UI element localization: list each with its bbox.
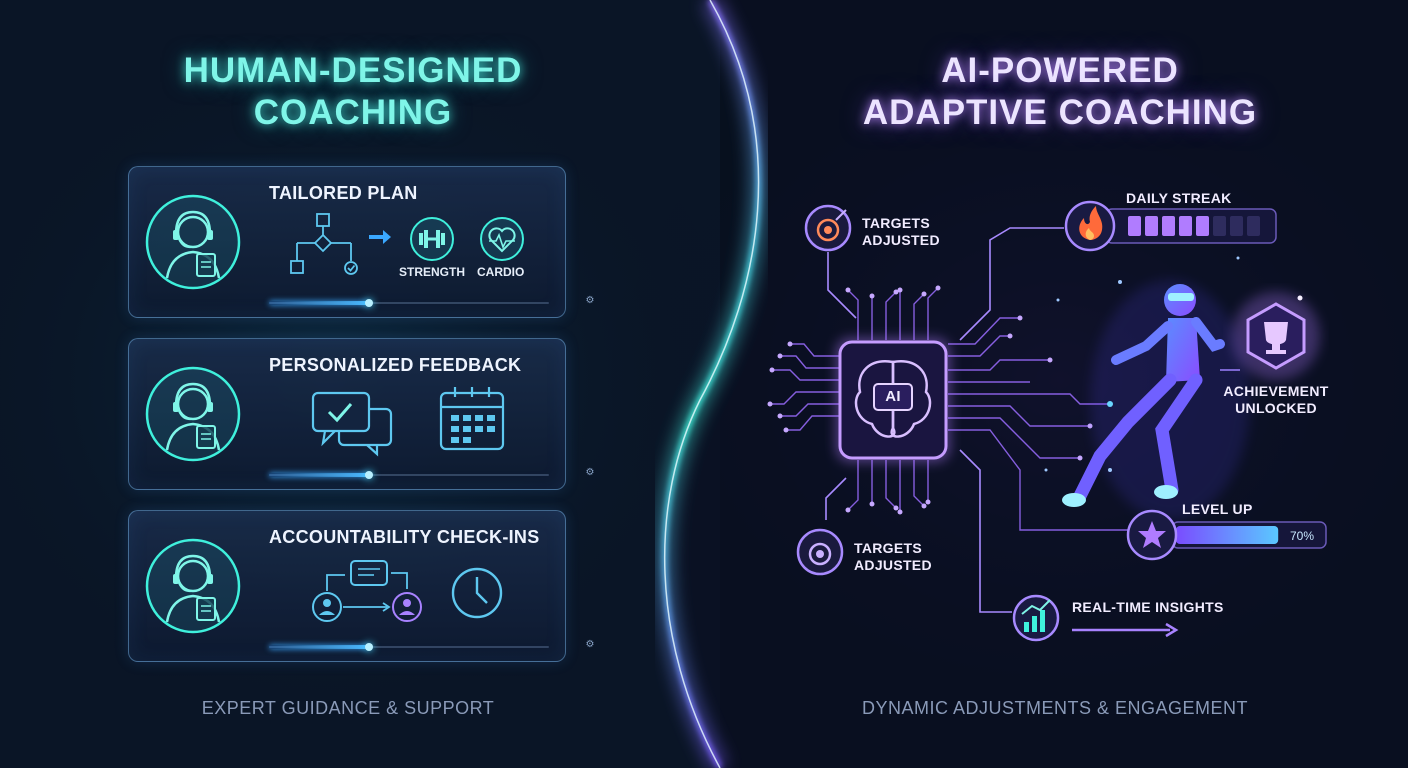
slider-fill — [269, 301, 369, 305]
card-title: PERSONALIZED FEEDBACK — [269, 355, 522, 375]
tailored-plan-art — [290, 213, 524, 275]
cardio-label: CARDIO — [477, 265, 525, 279]
right-footer: DYNAMIC ADJUSTMENTS & ENGAGEMENT — [861, 698, 1249, 718]
level-up-label: LEVEL UP — [1182, 501, 1253, 517]
dumbbell-icon — [410, 217, 454, 261]
card-tailored-plan[interactable]: TAILORED PLAN — [128, 166, 594, 318]
streak-segment — [1196, 216, 1209, 236]
level-up-percent: 70% — [1290, 529, 1315, 543]
calendar-icon — [439, 387, 505, 451]
ai-brain-chip-icon — [836, 338, 950, 462]
targets-adjusted-bottom: TARGETS ADJUSTED — [854, 540, 932, 574]
right-heading-line1: AI-POWERED — [941, 51, 1179, 90]
progress-slider[interactable]: ⚙ — [269, 468, 594, 479]
daily-streak-label: DAILY STREAK — [1126, 190, 1232, 206]
arrow-icon — [369, 230, 391, 244]
streak-segment — [1162, 216, 1175, 236]
real-time-insights-label: REAL-TIME INSIGHTS — [1072, 599, 1224, 615]
targets-adjusted-top: TARGETS ADJUSTED — [862, 215, 940, 249]
chip-label: AI — [885, 388, 901, 405]
streak-bars — [1128, 216, 1260, 236]
strength-label: STRENGTH — [399, 265, 465, 279]
target-gear-icon — [796, 528, 844, 576]
chat-check-icon — [311, 391, 393, 457]
settings-gear-icon[interactable]: ⚙ — [585, 295, 595, 306]
streak-segment — [1179, 216, 1192, 236]
runner-figure — [1062, 280, 1250, 520]
progress-slider[interactable]: ⚙ — [269, 640, 594, 651]
target-gear-icon — [804, 204, 852, 252]
circuit-traces — [770, 287, 1130, 531]
targets-bottom-line1: TARGETS — [854, 540, 922, 556]
people-exchange-icon — [312, 560, 422, 622]
flame-icon — [1079, 206, 1103, 240]
trend-chart-icon — [1012, 594, 1179, 642]
star-icon — [1138, 521, 1166, 548]
achievement-line1: ACHIEVEMENT — [1223, 383, 1329, 399]
slider-knob[interactable] — [365, 643, 373, 651]
slider-fill — [269, 473, 369, 477]
level-up-widget — [1126, 509, 1327, 561]
streak-segment — [1247, 216, 1260, 236]
targets-bottom-line2: ADJUSTED — [854, 557, 932, 573]
slider-knob[interactable] — [365, 299, 373, 307]
card-accountability-check-ins[interactable]: ACCOUNTABILITY CHECK-INS ⚙ — [128, 510, 594, 662]
right-heading-line2: ADAPTIVE COACHING — [862, 93, 1258, 132]
streak-segment — [1128, 216, 1141, 236]
coach-headset-icon — [145, 366, 241, 462]
coach-headset-icon — [145, 538, 241, 634]
left-footer: EXPERT GUIDANCE & SUPPORT — [201, 698, 495, 718]
card-title: ACCOUNTABILITY CHECK-INS — [269, 527, 540, 547]
streak-segment — [1213, 216, 1226, 236]
achievement-line2: UNLOCKED — [1235, 400, 1317, 416]
left-heading: HUMAN-DESIGNED COACHING — [103, 50, 603, 134]
right-heading: AI-POWERED ADAPTIVE COACHING — [810, 50, 1310, 134]
progress-slider[interactable]: ⚙ — [269, 296, 594, 307]
card-title: TAILORED PLAN — [269, 183, 418, 203]
targets-top-line2: ADJUSTED — [862, 232, 940, 248]
slider-knob[interactable] — [365, 471, 373, 479]
flowchart-icon — [290, 213, 358, 275]
left-heading-line2: COACHING — [253, 93, 453, 132]
left-heading-line1: HUMAN-DESIGNED — [183, 51, 523, 90]
slider-fill — [269, 645, 369, 649]
card-personalized-feedback[interactable]: PERSONALIZED FEEDBACK ⚙ — [128, 338, 594, 490]
targets-top-line1: TARGETS — [862, 215, 930, 231]
streak-segment — [1230, 216, 1243, 236]
streak-segment — [1145, 216, 1158, 236]
accountability-art — [312, 560, 503, 622]
level-progress-fill — [1176, 526, 1279, 544]
daily-streak-widget — [1064, 200, 1277, 252]
settings-gear-icon[interactable]: ⚙ — [585, 639, 595, 650]
settings-gear-icon[interactable]: ⚙ — [585, 467, 595, 478]
achievement-unlocked-label: ACHIEVEMENT UNLOCKED — [1214, 383, 1338, 417]
trophy-icon — [1232, 292, 1320, 380]
clock-icon — [451, 567, 503, 619]
heart-pulse-icon — [480, 217, 524, 261]
personalized-feedback-art — [311, 387, 505, 457]
coach-headset-icon — [145, 194, 241, 290]
